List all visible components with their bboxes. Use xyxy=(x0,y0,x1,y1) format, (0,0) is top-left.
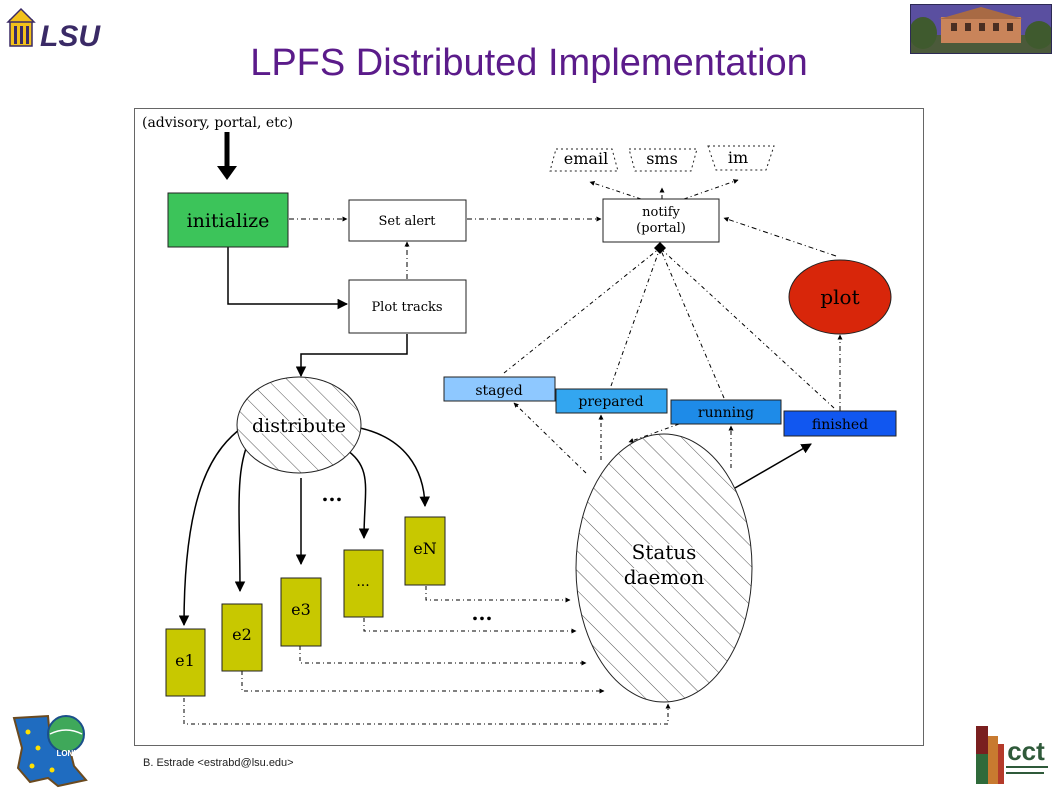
plot-label: plot xyxy=(820,285,859,309)
globe-icon xyxy=(47,715,85,753)
e-dots-label: ... xyxy=(356,574,369,590)
lsu-building-icon xyxy=(6,7,36,47)
set-alert-label: Set alert xyxy=(379,214,437,229)
running-node xyxy=(670,399,782,425)
status-daemon-label-line2: daemon xyxy=(624,565,705,589)
prepared-node xyxy=(555,388,668,414)
slide-title: LPFS Distributed Implementation xyxy=(250,42,808,84)
prepared-label: prepared xyxy=(578,394,643,410)
source-arrow-head xyxy=(217,166,237,180)
lpfs-diagram: (advisory, portal, etc) xyxy=(134,108,924,746)
cct-logo: cct xyxy=(974,724,1052,793)
e1-label: e1 xyxy=(175,651,195,670)
e-dots-node xyxy=(343,549,384,618)
e2-label: e2 xyxy=(232,625,252,644)
loni-logo-text: LONI xyxy=(56,749,75,758)
distribute-label: distribute xyxy=(252,415,346,437)
campus-photo xyxy=(910,4,1052,54)
status-daemon-label-line1: Status xyxy=(632,540,697,564)
plot-tracks-node xyxy=(348,279,467,334)
lsu-logo-text: LSU xyxy=(40,20,101,52)
e3-label: e3 xyxy=(291,600,311,619)
notify-label-line1: notify xyxy=(642,205,680,220)
e1-node xyxy=(165,628,206,697)
eN-node xyxy=(404,516,446,586)
sms-label: sms xyxy=(646,149,678,168)
ellipsis-top: ... xyxy=(322,482,343,506)
distribute-node xyxy=(236,376,362,474)
initialize-label: initialize xyxy=(187,210,270,232)
plot-node xyxy=(788,259,892,335)
im-label: im xyxy=(728,148,748,167)
sms-node xyxy=(628,148,698,172)
plot-tracks-label: Plot tracks xyxy=(371,300,442,315)
running-label: running xyxy=(698,405,754,421)
footer-author: B. Estrade <estrabd@lsu.edu> xyxy=(143,757,294,769)
eN-label: eN xyxy=(413,539,436,558)
im-node xyxy=(707,145,775,171)
email-label: email xyxy=(564,149,608,168)
notify-label-line2: (portal) xyxy=(636,221,686,236)
finished-label: finished xyxy=(812,417,868,433)
ellipsis-bottom: ... xyxy=(472,601,493,625)
e3-node xyxy=(280,577,322,647)
loni-logo: LONI xyxy=(8,708,90,795)
finished-node xyxy=(783,410,897,437)
set-alert-node xyxy=(348,199,467,242)
status-daemon-node xyxy=(575,433,753,703)
notify-diamond xyxy=(654,242,666,254)
e2-node xyxy=(221,603,263,672)
lsu-logo: LSU xyxy=(4,6,126,57)
cct-logo-text: cct xyxy=(1007,736,1045,766)
staged-node xyxy=(443,376,556,402)
notify-node xyxy=(602,198,720,243)
source-label: (advisory, portal, etc) xyxy=(142,115,293,131)
staged-label: staged xyxy=(475,383,522,399)
initialize-node xyxy=(167,192,289,248)
